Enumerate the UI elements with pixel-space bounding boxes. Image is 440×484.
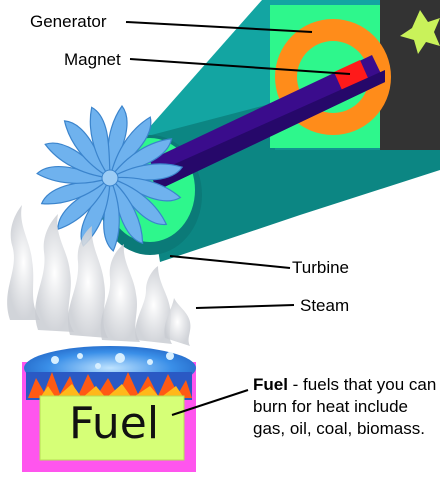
turbine-blades xyxy=(36,104,184,252)
generator-label: Generator xyxy=(30,12,107,31)
steam-label: Steam xyxy=(300,296,350,315)
steam-plumes xyxy=(7,205,191,346)
magnet xyxy=(150,55,385,190)
bubble xyxy=(95,363,101,369)
fuel-pot xyxy=(22,346,196,472)
steam-plume xyxy=(100,244,140,342)
bubble xyxy=(77,353,83,359)
steam-plume xyxy=(164,298,191,346)
fuel-leader-line xyxy=(171,389,249,416)
generator-leader-line xyxy=(125,21,313,33)
fuel-description-term: Fuel xyxy=(253,375,288,394)
magnet-red-section xyxy=(334,60,368,90)
leader-lines xyxy=(125,21,351,416)
steam-plume xyxy=(67,226,108,338)
bubble xyxy=(147,359,153,365)
magnet-shadow xyxy=(150,70,385,190)
turbine-hub xyxy=(101,169,119,187)
fuel-box-label: Fuel xyxy=(68,398,160,449)
turbine xyxy=(36,104,184,252)
fuel-description: Fuel - fuels that you can burn for heat … xyxy=(253,374,438,440)
turbine-label: Turbine xyxy=(292,258,350,277)
steam-plume xyxy=(7,205,41,320)
fuel-description-text: - fuels that you can burn for heat inclu… xyxy=(253,375,437,438)
steam-plume xyxy=(35,214,74,332)
bubble xyxy=(51,356,59,364)
fuel-box xyxy=(39,395,185,461)
steam-plume xyxy=(135,266,172,344)
flames-inner xyxy=(40,384,184,398)
magnet-label: Magnet xyxy=(64,50,121,69)
generator-star-icon xyxy=(400,10,440,54)
bubble xyxy=(166,352,174,360)
magnet-leader-line xyxy=(129,58,351,75)
steam-leader-line xyxy=(195,304,295,309)
bubble xyxy=(115,353,125,363)
turbine-leader-line xyxy=(169,255,291,269)
turbine-blade xyxy=(89,106,111,180)
